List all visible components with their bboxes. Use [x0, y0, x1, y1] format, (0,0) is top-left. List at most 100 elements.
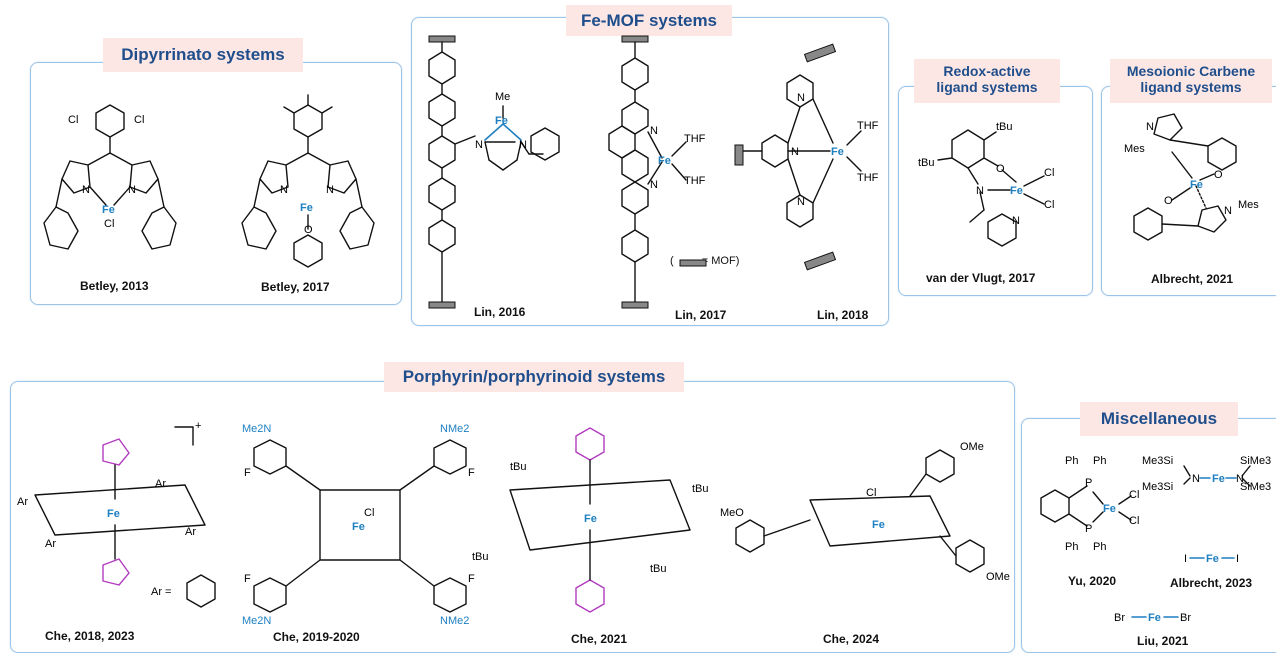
misc-title: Miscellaneous — [1080, 402, 1238, 436]
me-label: Me — [495, 91, 510, 103]
ar-label: Ar — [17, 496, 28, 508]
mesoionic-title-line2: ligand systems — [1140, 79, 1242, 96]
n-label: N — [1224, 205, 1232, 217]
structure-yu-2020: Ph Ph P P Fe Cl Cl Ph Ph — [1040, 455, 1139, 553]
structure-che-2024: Fe Cl OMe MeO OMe — [720, 441, 1010, 583]
ph-label: Ph — [1065, 541, 1078, 553]
structure-lin-2016: Me Fe N N — [428, 35, 560, 309]
n-label: N — [82, 184, 90, 196]
ph-label: Ph — [1065, 455, 1078, 467]
ar-label: Ar — [185, 526, 196, 538]
ar-label: Ar — [45, 538, 56, 550]
fe-label: Fe — [831, 146, 844, 158]
plus-label: + — [195, 420, 201, 432]
caption-van-der-vlugt-2017: van der Vlugt, 2017 — [926, 271, 1036, 285]
me2n-label: Me2N — [242, 615, 271, 627]
ar-label: Ar — [155, 478, 166, 490]
me3si-label: Me3Si — [1142, 455, 1173, 467]
caption-betley-2017: Betley, 2017 — [261, 280, 330, 294]
structure-lin-2018: N N N Fe THF THF — [734, 43, 879, 271]
mesoionic-panel — [1101, 86, 1276, 296]
f-label: F — [244, 467, 251, 479]
p-label: P — [1085, 477, 1092, 489]
f-label: F — [468, 573, 475, 585]
cl-label: Cl — [866, 487, 876, 499]
br-label: Br — [1114, 612, 1125, 624]
br-label: Br — [1180, 612, 1191, 624]
caption-liu-2021: Liu, 2021 — [1137, 634, 1189, 648]
n-label: N — [475, 139, 483, 151]
fe-label: Fe — [300, 202, 313, 214]
n-label: N — [650, 125, 658, 137]
n-label: N — [326, 184, 334, 196]
n-label: N — [791, 146, 799, 158]
ar-def-label: Ar = — [151, 586, 171, 598]
redox-title: Redox-active ligand systems — [914, 59, 1060, 103]
caption-lin-2016: Lin, 2016 — [474, 305, 526, 319]
caption-lin-2018: Lin, 2018 — [817, 308, 869, 322]
fe-label: Fe — [658, 155, 671, 167]
redox-title-line1: Redox-active — [943, 63, 1031, 79]
fe-label: Fe — [107, 508, 120, 520]
structure-betley-2017: N N Fe O — [241, 94, 375, 268]
n-label: N — [1146, 121, 1154, 133]
p-label: P — [1085, 523, 1092, 535]
fe-label: Fe — [584, 513, 597, 525]
mesoionic-title: Mesoionic Carbene ligand systems — [1110, 59, 1272, 103]
fe-label: Fe — [1212, 473, 1225, 485]
dipyrrinato-title: Dipyrrinato systems — [103, 38, 303, 72]
caption-che-2021: Che, 2021 — [571, 632, 628, 646]
cl-label: Cl — [1044, 167, 1054, 179]
ome-label: OMe — [986, 571, 1010, 583]
mes-label: Mes — [1238, 199, 1259, 211]
caption-che-2019-2020: Che, 2019-2020 — [273, 630, 360, 644]
structure-betley-2013: Cl Cl N N Fe Cl — [43, 104, 177, 250]
n-label: N — [797, 92, 805, 104]
fe-label: Fe — [1190, 179, 1203, 191]
fe-label: Fe — [1103, 503, 1116, 515]
meo-label: MeO — [720, 507, 744, 519]
structure-van-der-vlugt-2017: tBu tBu O N Fe Cl Cl N — [918, 121, 1054, 247]
structure-liu-2021: Br Fe Br — [1114, 612, 1191, 624]
fe-label: Fe — [872, 519, 885, 531]
thf-label: THF — [684, 133, 706, 145]
tbu-label: tBu — [918, 157, 935, 169]
caption-albrecht-2021: Albrecht, 2021 — [1151, 272, 1234, 286]
n-label: N — [650, 179, 658, 191]
caption-yu-2020: Yu, 2020 — [1068, 574, 1117, 588]
o-label: O — [996, 163, 1005, 175]
femof-title: Fe-MOF systems — [566, 5, 732, 36]
nme2-label: NMe2 — [440, 615, 469, 627]
cl-label: Cl — [1044, 199, 1054, 211]
fe-label: Fe — [352, 521, 365, 533]
caption-albrecht-2023: Albrecht, 2023 — [1170, 576, 1253, 590]
dipyrrinato-panel — [30, 62, 402, 305]
structure-albrecht-2021: Mes N Fe O O N Mes — [1124, 113, 1259, 241]
me2n-label: Me2N — [242, 423, 271, 435]
o-label: O — [304, 224, 313, 236]
caption-betley-2013: Betley, 2013 — [80, 279, 149, 293]
thf-label: THF — [857, 120, 879, 132]
sime3-label: SiMe3 — [1240, 455, 1271, 467]
ome-label: OMe — [960, 441, 984, 453]
n-label: N — [128, 184, 136, 196]
tbu-label: tBu — [472, 551, 489, 563]
structure-lin-2017: N N Fe THF THF — [608, 35, 706, 309]
fe-label: Fe — [1148, 612, 1161, 624]
n-label: N — [1012, 215, 1020, 227]
ph-label: Ph — [1093, 455, 1106, 467]
i-label: I — [1236, 553, 1239, 565]
redox-title-line2: ligand systems — [936, 79, 1038, 96]
structure-albrecht-2023: Me3Si Me3Si N Fe N SiMe3 SiMe3 I Fe I — [1142, 455, 1271, 565]
o-label: O — [1164, 195, 1173, 207]
tbu-label: tBu — [650, 563, 667, 575]
tbu-label: tBu — [510, 461, 527, 473]
i-label: I — [1184, 553, 1187, 565]
porphyrin-title: Porphyrin/porphyrinoid systems — [384, 362, 684, 392]
o-label: O — [1214, 169, 1223, 181]
cl-label: Cl — [1129, 515, 1139, 527]
structure-che-2021: Fe tBu tBu tBu tBu — [472, 427, 709, 613]
thf-label: THF — [684, 175, 706, 187]
cl-label: Cl — [364, 507, 374, 519]
structure-che-2019-2020: Fe Cl Me2N NMe2 Me2N NMe2 F F F F — [242, 423, 475, 627]
